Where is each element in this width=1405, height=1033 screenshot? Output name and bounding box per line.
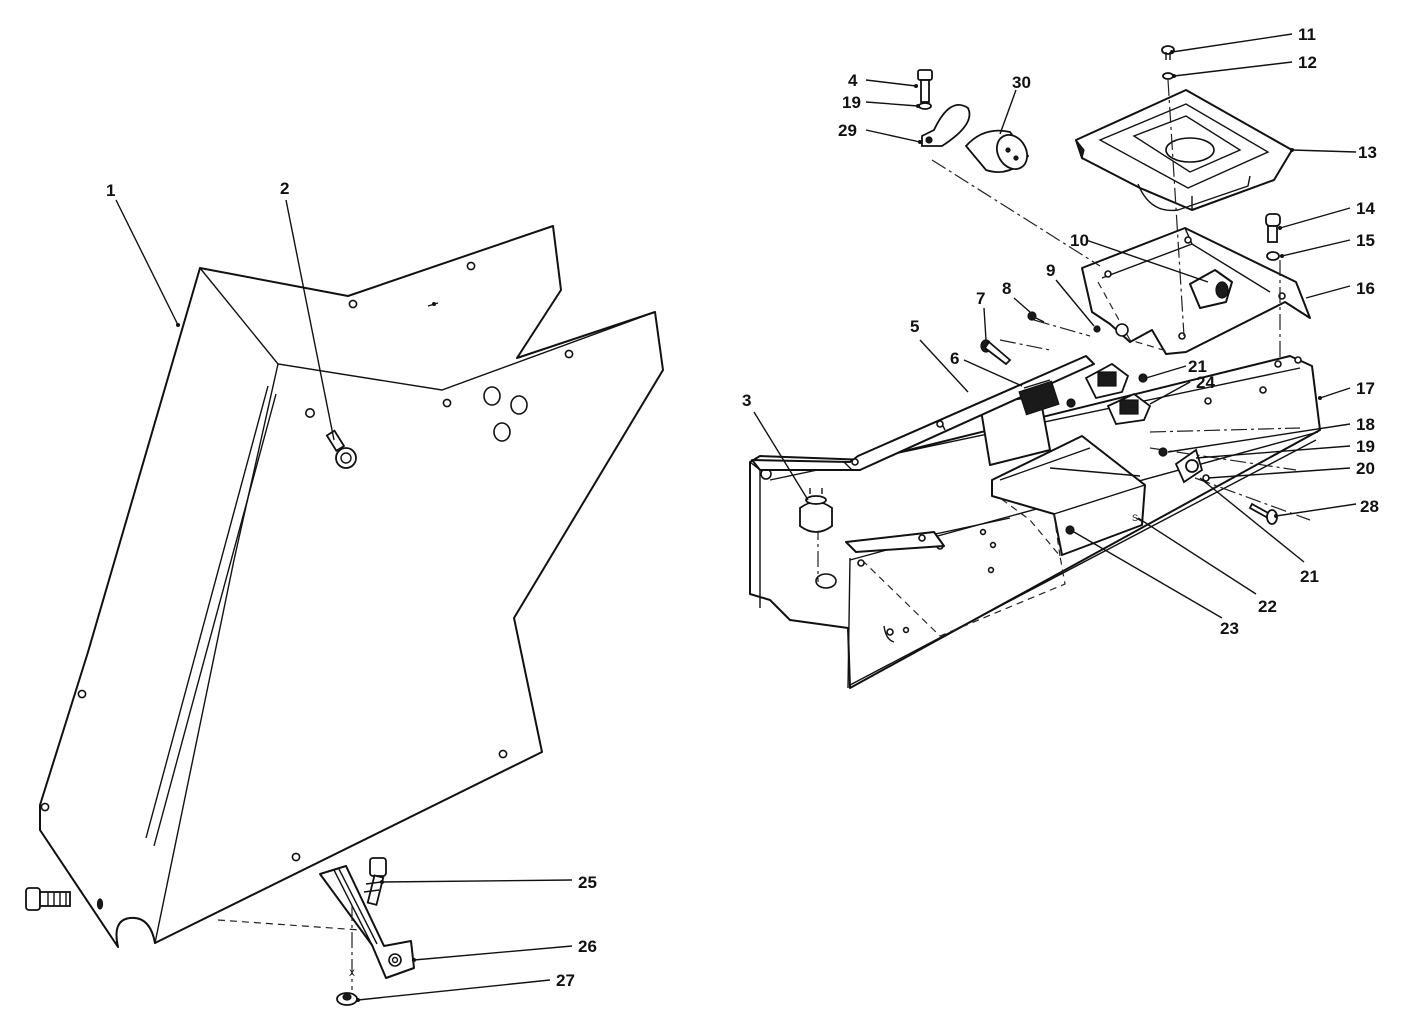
s-mark: S xyxy=(1132,513,1138,523)
callout-25: 25 xyxy=(578,873,597,892)
callout-5: 5 xyxy=(910,317,919,336)
callout-19-lower: 19 xyxy=(1356,437,1375,456)
x-mark: X xyxy=(349,968,355,978)
washer-part-12 xyxy=(1162,72,1174,80)
callout-20: 20 xyxy=(1356,459,1375,478)
callout-labels: 1 2 3 4 19 29 30 5 6 7 8 9 10 11 12 13 1… xyxy=(106,25,1379,990)
strip-part-5 xyxy=(751,355,1095,471)
frame-arm xyxy=(845,531,945,553)
callout-9: 9 xyxy=(1046,261,1055,280)
callout-30: 30 xyxy=(1012,73,1031,92)
callout-13: 13 xyxy=(1358,143,1377,162)
leader-dots xyxy=(176,50,1322,1002)
nut-part-23 xyxy=(1065,525,1075,535)
nut-part-27 xyxy=(336,992,358,1006)
screw-part-8 xyxy=(1027,311,1045,323)
callout-4: 4 xyxy=(848,71,858,90)
callout-1: 1 xyxy=(106,181,115,200)
bolt-part-14 xyxy=(1265,213,1281,243)
callout-17: 17 xyxy=(1356,379,1375,398)
cover-part-13 xyxy=(1075,89,1293,212)
switch-part-21 xyxy=(1084,362,1130,400)
callout-21-lower: 21 xyxy=(1300,567,1319,586)
callout-15: 15 xyxy=(1356,231,1375,250)
bolt-part-lower-left xyxy=(25,887,71,911)
panel-part-1 xyxy=(39,225,664,948)
callout-8: 8 xyxy=(1002,279,1011,298)
bracket-parts-18-20 xyxy=(1158,447,1210,484)
bracket-dash-line xyxy=(217,919,361,931)
switch-part-6 xyxy=(1018,379,1060,416)
callout-11: 11 xyxy=(1298,25,1316,44)
callout-6: 6 xyxy=(950,349,959,368)
washer-part-19-top xyxy=(918,102,932,110)
washer-part-15 xyxy=(1266,251,1280,261)
nut-part-9 xyxy=(1093,325,1101,333)
nut-part-21-upper xyxy=(1138,373,1148,383)
callout-7: 7 xyxy=(976,289,985,308)
screw-part-7 xyxy=(980,339,1012,366)
bolt-part-4 xyxy=(917,69,933,103)
leader-lines xyxy=(115,33,1357,1001)
right-center-lines xyxy=(817,79,1311,582)
connector-part-3 xyxy=(799,488,833,533)
callout-27: 27 xyxy=(556,971,575,990)
bolt-part-28 xyxy=(1248,502,1278,525)
bolt-part-25 xyxy=(363,857,387,906)
callout-12: 12 xyxy=(1298,53,1317,72)
callout-21-upper: 21 xyxy=(1188,357,1207,376)
bracket-part-26 xyxy=(319,865,415,979)
switch-part-24 xyxy=(1106,392,1152,425)
callout-18: 18 xyxy=(1356,415,1375,434)
lamp-part-30 xyxy=(964,129,1030,174)
clamp-part-29 xyxy=(921,103,971,147)
callout-28: 28 xyxy=(1360,497,1379,516)
plate-part-16 xyxy=(1081,227,1311,355)
callout-22: 22 xyxy=(1258,597,1277,616)
callout-29: 29 xyxy=(838,121,857,140)
callout-10: 10 xyxy=(1070,231,1089,250)
callout-23: 23 xyxy=(1220,619,1239,638)
callout-19-top: 19 xyxy=(842,93,861,112)
callout-24: 24 xyxy=(1196,373,1215,392)
callout-3: 3 xyxy=(742,391,751,410)
callout-14: 14 xyxy=(1356,199,1375,218)
nut-small-switch xyxy=(1066,398,1076,408)
callout-16: 16 xyxy=(1356,279,1375,298)
callout-2: 2 xyxy=(280,179,289,198)
callout-26: 26 xyxy=(578,937,597,956)
bolt-part-2 xyxy=(325,429,357,469)
